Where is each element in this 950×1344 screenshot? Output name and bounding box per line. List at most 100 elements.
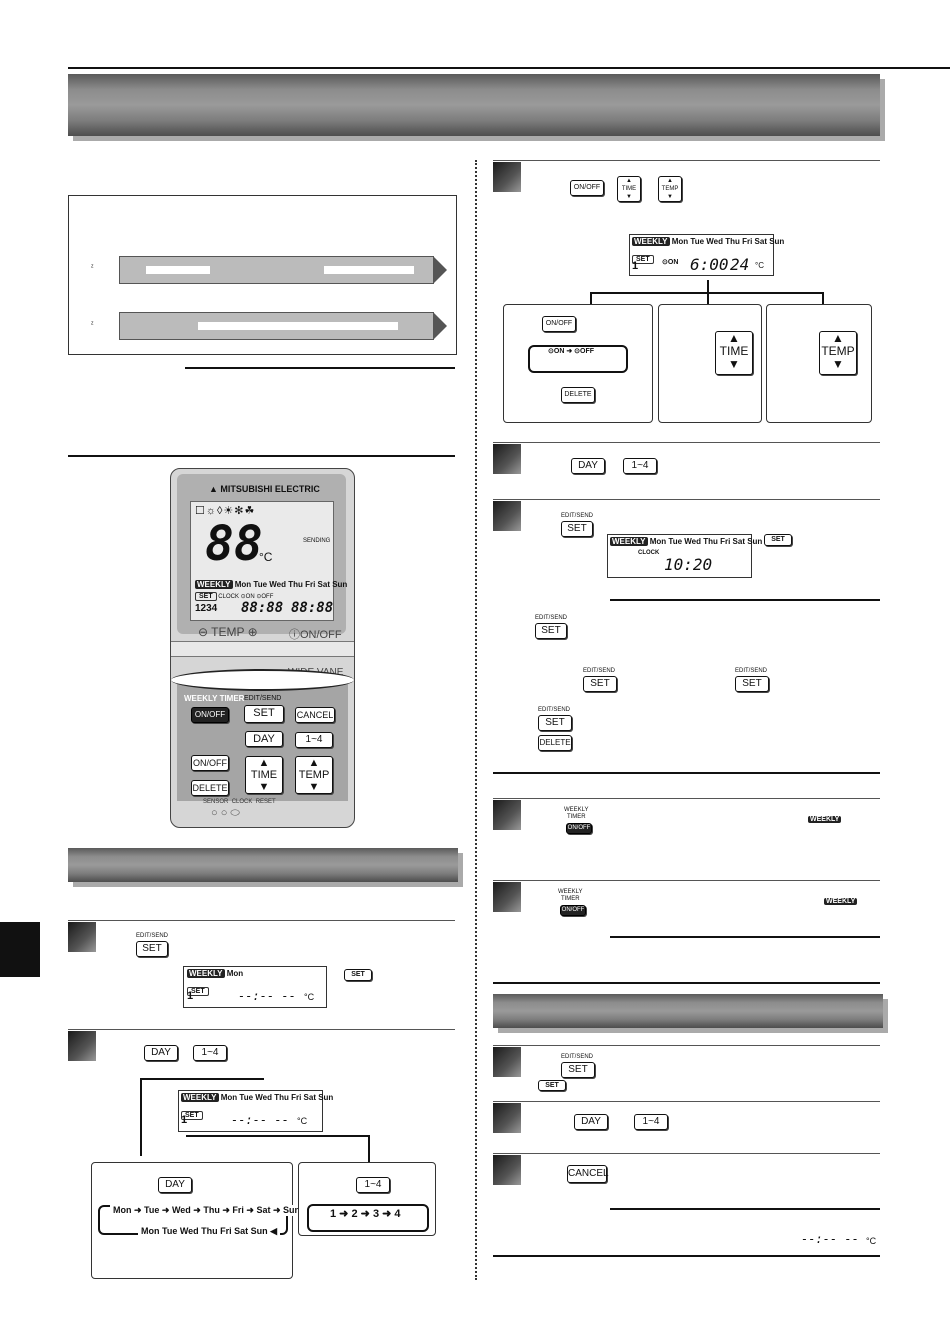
column-divider [475, 160, 477, 1280]
set-button-3[interactable]: SET [583, 676, 617, 692]
delete-button[interactable]: DELETE [538, 735, 572, 751]
cancel-step-2-marker [493, 1103, 521, 1133]
weekly-onoff-button[interactable]: ON/OFF [560, 905, 586, 916]
step-rule [493, 1101, 880, 1102]
bottom-rule [493, 1255, 880, 1257]
top-rule [68, 67, 950, 69]
remote-time-button[interactable]: ▲TIME▼ [245, 756, 283, 794]
set-button-2[interactable]: SET [535, 623, 567, 639]
day-button[interactable]: DAY [571, 458, 605, 474]
timing-chart-box: ᶻ ᶻ [68, 195, 457, 355]
lcd-days: WEEKLY Mon Tue Wed Thu Fri Sat Sun [610, 537, 763, 546]
step-rule [493, 880, 880, 881]
lcd-set-row: SET CLOCK ⊙ON ⊙OFF [195, 592, 273, 601]
range-cycle: 1 ➜ 2 ➜ 3 ➜ 4 [327, 1207, 404, 1220]
set-note-button[interactable]: SET [764, 534, 792, 546]
cancel-step-1-marker [493, 1047, 521, 1077]
lcd-step1: WEEKLY Mon SET 1 --:-- -- °C [183, 966, 327, 1008]
step-4-marker [493, 444, 521, 474]
lcd-set: SET [632, 248, 654, 266]
set-button-4[interactable]: SET [735, 676, 769, 692]
lcd-num: 1 [632, 260, 639, 272]
brand-logo: ▲ MITSUBISHI ELECTRIC [209, 484, 320, 494]
lcd-days: WEEKLY Mon Tue Wed Thu Fri Sat Sun [195, 580, 348, 589]
lcd-time: --:-- -- [231, 1113, 289, 1127]
lcd-num: 1 [187, 990, 194, 1002]
weekly-onoff-button[interactable]: ON/OFF [566, 823, 592, 834]
range-button-box[interactable]: 1~4 [356, 1177, 390, 1193]
day-cycle-arrow [140, 1078, 264, 1156]
section-rule [493, 982, 880, 984]
step-6-marker [493, 800, 521, 830]
chart-row-marker: ᶻ [91, 321, 94, 328]
onoff-button[interactable]: ON/OFF [570, 180, 604, 196]
range-frame [307, 1204, 429, 1232]
chapter-tab [0, 922, 40, 977]
set-button[interactable]: SET [136, 941, 168, 957]
temp-box: ▲TEMP▼ [766, 304, 872, 423]
lcd-set: SET [181, 1104, 203, 1122]
set-button-5[interactable]: SET [538, 715, 572, 731]
edit-send-caption: EDIT/SEND [583, 668, 616, 674]
lcd-unit: °C [259, 550, 273, 564]
lcd-time2: 88:88 [291, 600, 334, 616]
time-button-box[interactable]: ▲TIME▼ [715, 331, 753, 375]
remote-onoff-button[interactable]: ON/OFF [191, 707, 229, 723]
day-button[interactable]: DAY [574, 1114, 608, 1130]
chart-segment [146, 266, 210, 274]
remote-day-button[interactable]: DAY [245, 731, 283, 747]
lcd-nums: 1234 [195, 603, 218, 614]
onoff-box: ON/OFF ⊙ON ➜ ⊙OFF DELETE [503, 304, 653, 423]
temp-button[interactable]: ▲TEMP▼ [658, 176, 682, 202]
onoff-cycle-frame [528, 345, 628, 373]
blank-time: --:-- -- [801, 1232, 859, 1246]
lcd-step3: WEEKLY Mon Tue Wed Thu Fri Sat Sun SET 1… [629, 234, 784, 276]
step-rule [493, 798, 880, 799]
mode-icons: ☐☼◊☀✻☘ [195, 505, 256, 517]
step-rule [68, 1029, 455, 1030]
temp-button-box[interactable]: ▲TEMP▼ [819, 331, 857, 375]
remote-range-button[interactable]: 1~4 [295, 732, 333, 748]
set-button[interactable]: SET [561, 521, 593, 537]
set-note-button[interactable]: SET [538, 1080, 566, 1091]
onoff-cycle: ⊙ON ➜ ⊙OFF [546, 347, 596, 355]
lcd-unit: °C [755, 261, 764, 270]
set-note-button[interactable]: SET [344, 969, 372, 981]
step-3-marker [493, 162, 521, 192]
bottom-labels: SENSOR CLOCK RESET [203, 799, 276, 805]
day-button-box[interactable]: DAY [158, 1177, 192, 1193]
onoff-button-box[interactable]: ON/OFF [542, 316, 576, 332]
lcd-days: WEEKLY Mon Tue Wed Thu Fri Sat Sun [632, 237, 785, 246]
cancel-button[interactable]: CANCEL [567, 1165, 609, 1183]
step-rule [493, 499, 880, 500]
lcd-temp: 24 [730, 255, 750, 274]
day-cycle: Mon ➜ Tue ➜ Wed ➜ Thu ➜ Fri ➜ Sat ➜ Sun [110, 1205, 303, 1216]
note-rule [610, 1208, 880, 1210]
remote-delete-button[interactable]: DELETE [191, 780, 229, 796]
delete-button-box[interactable]: DELETE [561, 387, 595, 403]
range-button[interactable]: 1~4 [623, 458, 657, 474]
time-box: ▲TIME▼ [658, 304, 762, 423]
set-button[interactable]: SET [561, 1062, 595, 1078]
remote-lcd: ☐☼◊☀✻☘ 88 °C SENDING WEEKLY Mon Tue Wed … [190, 501, 347, 621]
range-button[interactable]: 1~4 [634, 1114, 668, 1130]
lcd-days: WEEKLY Mon Tue Wed Thu Fri Sat Sun [181, 1093, 334, 1102]
remote-controller: ▲ MITSUBISHI ELECTRIC ☐☼◊☀✻☘ 88 °C SENDI… [170, 468, 355, 828]
weekly-timer-label: WEEKLY TIMER [184, 694, 245, 703]
weekly-badge: WEEKLY [824, 898, 858, 905]
remote-onoff2-button[interactable]: ON/OFF [191, 755, 229, 771]
connector-mid [707, 280, 709, 304]
remote-cancel-button[interactable]: CANCEL [295, 707, 335, 723]
range-button[interactable]: 1~4 [193, 1045, 227, 1061]
remote-button-strip[interactable] [171, 641, 354, 657]
step-rule [493, 442, 880, 443]
remote-temp-button[interactable]: ▲TEMP▼ [295, 756, 333, 794]
day-button[interactable]: DAY [144, 1045, 178, 1061]
time-button[interactable]: ▲TIME▼ [617, 176, 641, 202]
chart-segment [198, 322, 398, 330]
step-rule [493, 1045, 880, 1046]
lcd-step2: WEEKLY Mon Tue Wed Thu Fri Sat Sun SET 1… [178, 1090, 333, 1132]
edit-send-caption: EDIT/SEND [561, 513, 594, 519]
remote-set-button[interactable]: SET [244, 705, 284, 723]
